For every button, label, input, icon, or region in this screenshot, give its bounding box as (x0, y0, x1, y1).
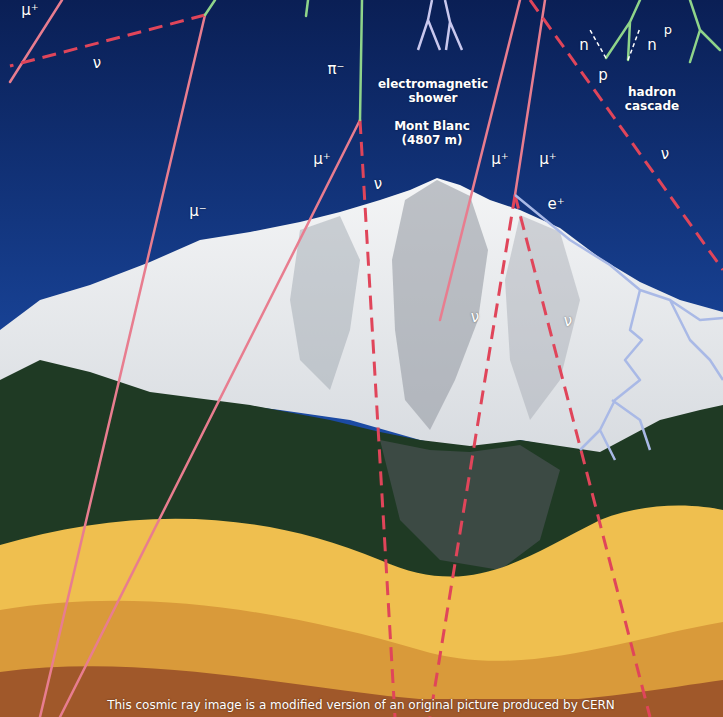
hadron-neutral-tracks (590, 28, 640, 60)
electromagnetic-shower-tracks (418, 0, 462, 50)
valley (380, 440, 560, 570)
neutrino-track (360, 120, 395, 717)
particle-label: n (579, 37, 589, 54)
shower-label: electromagnetic shower (374, 78, 492, 106)
neutrino-tracks (10, 0, 723, 717)
particle-label: μ⁺ (539, 151, 556, 168)
particle-label: n (647, 37, 657, 54)
neutrino-track (515, 195, 650, 717)
mountain-label: Mont Blanc (4807 m) (387, 120, 477, 148)
pion-track (360, 0, 362, 120)
rock-face (392, 180, 488, 430)
muon-track (40, 15, 205, 717)
muon-track (60, 120, 360, 717)
particle-label: ν (661, 146, 669, 163)
particle-label: μ⁻ (189, 203, 206, 220)
brown-hill (0, 666, 723, 717)
rock-face (290, 216, 360, 390)
particle-label: ν (93, 55, 101, 72)
pion-track (306, 0, 308, 16)
muon-tracks (10, 0, 545, 717)
neutral-track (590, 28, 640, 60)
particle-label: μ⁺ (491, 151, 508, 168)
particle-label: μ⁺ (313, 151, 330, 168)
particle-label: π⁻ (328, 61, 345, 78)
muon-track (10, 0, 62, 82)
particle-label: ν (374, 176, 382, 193)
cascade-label: hadron cascade (612, 86, 692, 114)
particle-label: p (598, 67, 608, 84)
credit-note: This cosmic ray image is a modified vers… (103, 699, 619, 713)
neutrino-track (430, 195, 515, 717)
pion-track (205, 0, 215, 15)
particle-label: p (664, 23, 672, 38)
neutrino-track (10, 15, 205, 66)
particle-label: e⁺ (547, 196, 564, 213)
pion-tracks (205, 0, 720, 120)
muon-track (440, 0, 520, 320)
hadron-cascade-tracks (606, 0, 720, 62)
particle-label: ν (471, 309, 479, 326)
rock-face (505, 215, 580, 420)
particle-label: μ⁺ (21, 2, 38, 19)
yellow-hill (0, 506, 723, 717)
particle-label: ν (564, 313, 572, 330)
positron-shower (515, 195, 723, 460)
